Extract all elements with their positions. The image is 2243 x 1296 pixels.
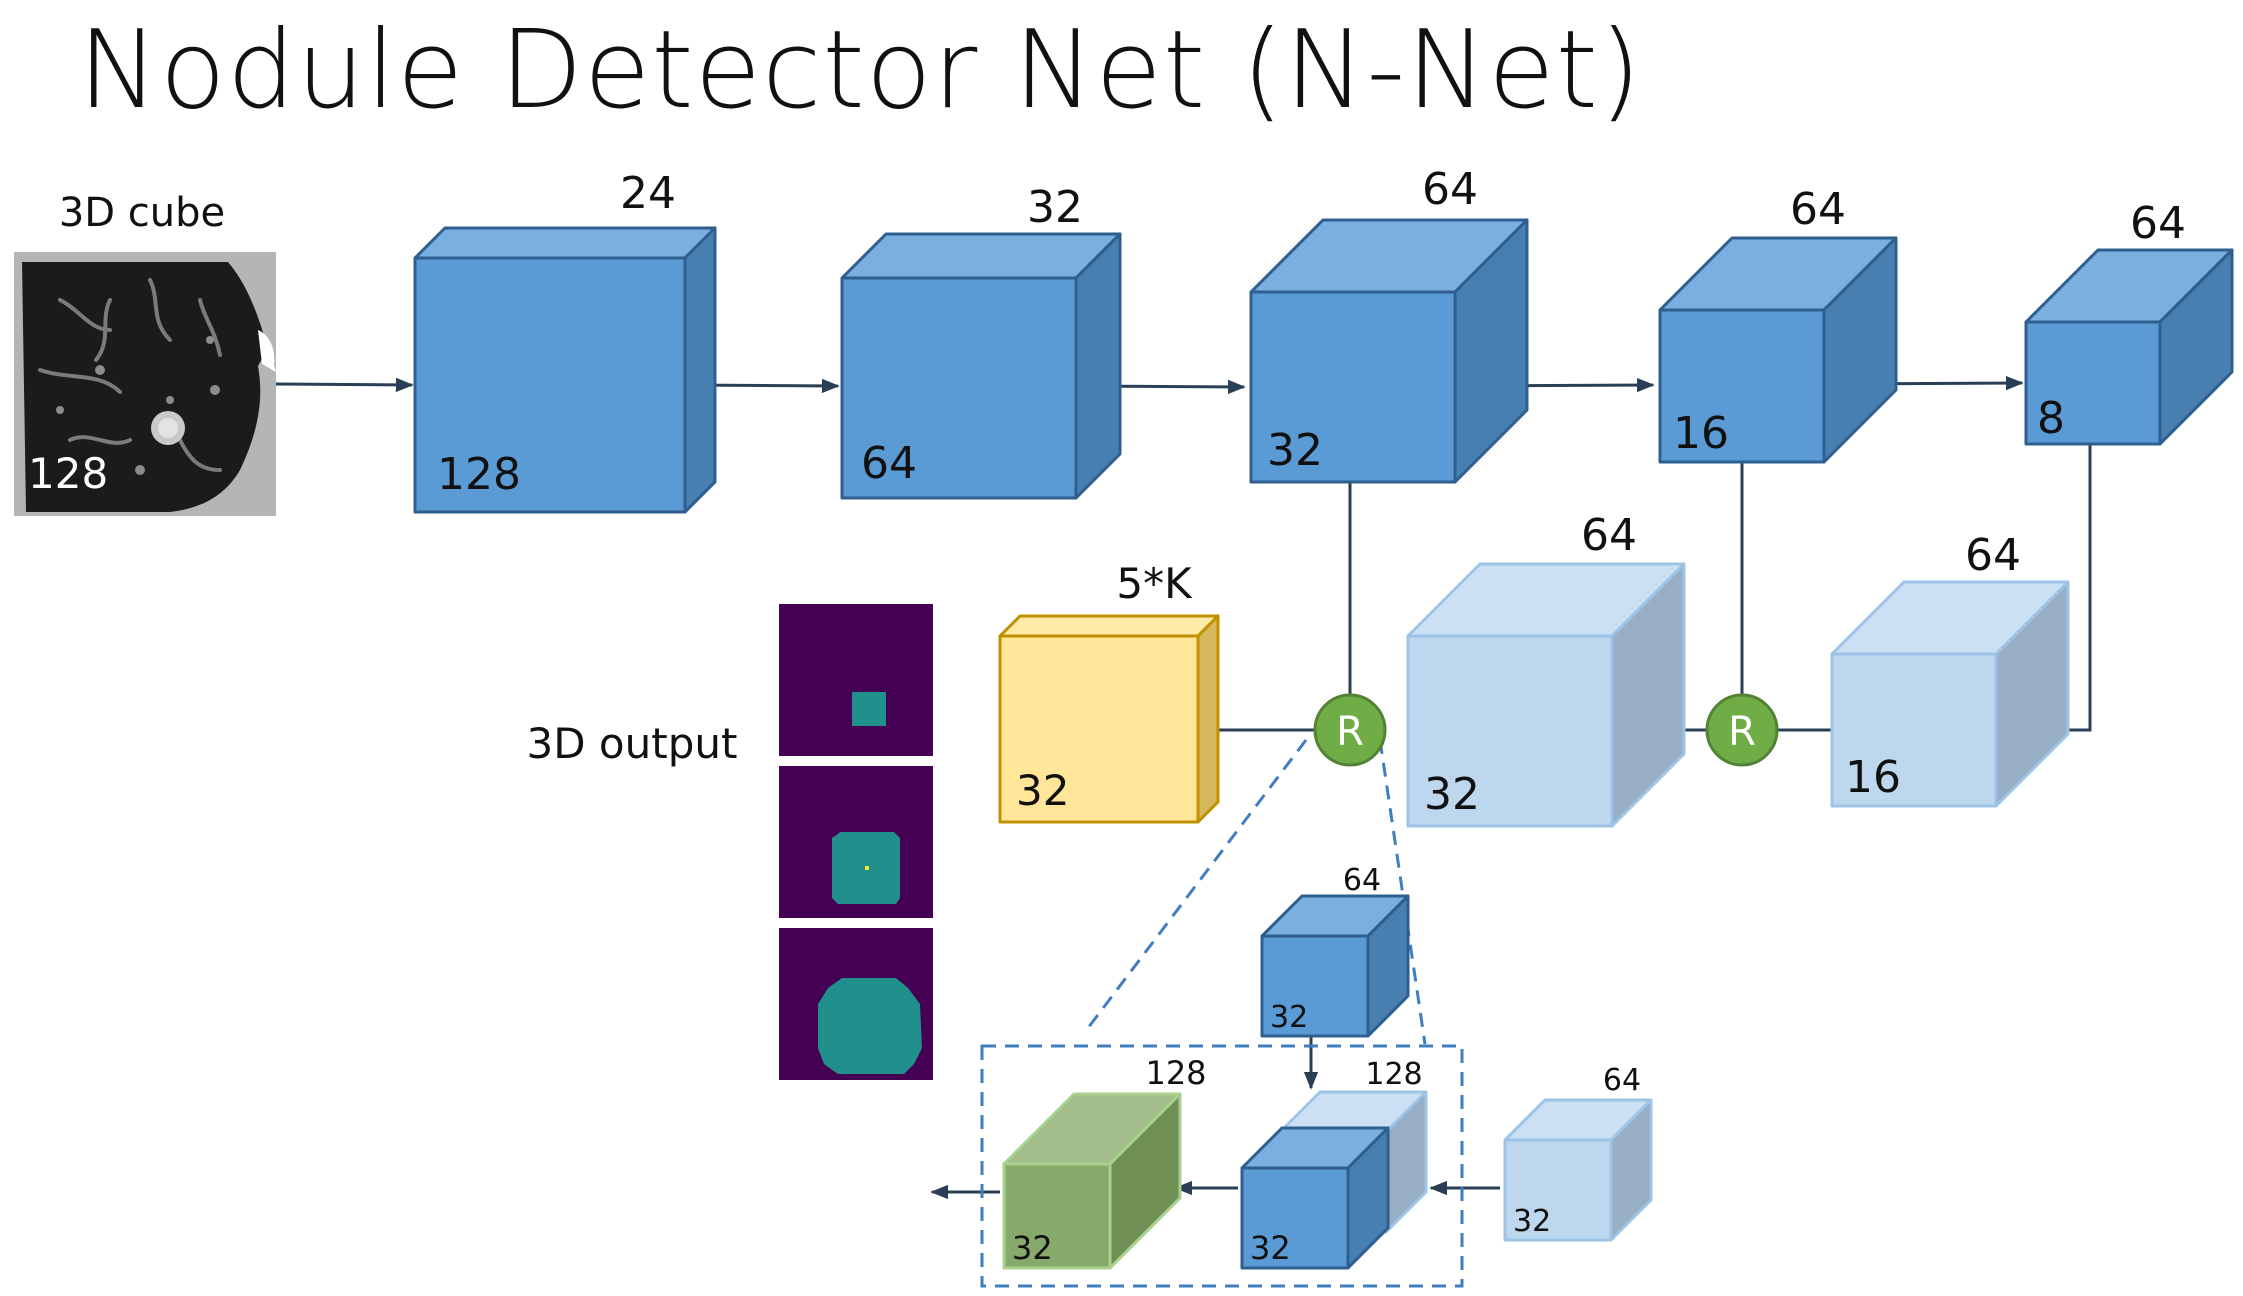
page-title: Nodule Detector Net (N-Net) (78, 8, 1643, 133)
residual-node-label: R (1728, 709, 1756, 755)
block-front-label: 8 (2037, 393, 2065, 444)
block-front-face (998, 634, 1200, 824)
block-top-label: 64 (1581, 510, 1637, 561)
block-front-label: 128 (437, 449, 521, 500)
block-z_in: 32 64 (1503, 1063, 1653, 1242)
block-z_out: 32 128 (1002, 1054, 1207, 1270)
input-label: 3D cube (59, 190, 225, 236)
block-front-label: 16 (1673, 408, 1729, 459)
block-front-face (840, 276, 1078, 500)
block-front-label: 32 (1513, 1204, 1551, 1239)
block-z_top: 32 64 (1260, 863, 1410, 1038)
block-front-face (413, 256, 687, 514)
block-enc5: 8 64 (2024, 198, 2234, 446)
residual-node-label: R (1336, 709, 1364, 755)
block-top-label: 128 (1365, 1057, 1422, 1092)
block-z_front: 32 (1240, 1126, 1390, 1270)
block-front-label: 32 (1250, 1229, 1291, 1267)
output-panel-1 (779, 604, 933, 756)
block-top-label: 24 (620, 168, 676, 219)
block-side-face (683, 226, 717, 514)
block-side-face (1074, 232, 1122, 500)
block-top-face (413, 226, 717, 260)
block-front-face (1002, 1162, 1112, 1270)
block-top-label: 64 (1603, 1063, 1641, 1098)
block-front-label: 32 (1267, 425, 1323, 476)
block-top-label: 64 (1343, 863, 1381, 898)
output-label: 3D output (527, 719, 738, 768)
block-front-label: 32 (1270, 1000, 1308, 1035)
block-out: 32 5*K (998, 559, 1220, 824)
block-front-label: 32 (1016, 766, 1069, 815)
block-front-face (1249, 290, 1457, 484)
block-front-label: 16 (1845, 752, 1901, 803)
input-ct-slice (14, 252, 276, 516)
block-top-label: 64 (1965, 530, 2021, 581)
block-front-face (1240, 1166, 1350, 1270)
block-front-face (1260, 934, 1370, 1038)
block-top-face (998, 614, 1220, 638)
block-front-label: 32 (1424, 769, 1480, 820)
output-panel-3 (779, 928, 933, 1080)
block-front-face (1830, 652, 1998, 808)
block-enc3: 32 64 (1249, 164, 1529, 484)
residual-node-r1: R (1313, 693, 1387, 767)
block-front-face (1658, 308, 1826, 464)
output-panel-2 (779, 766, 933, 918)
block-enc2: 64 32 (840, 182, 1122, 500)
block-side-face (1196, 614, 1220, 824)
block-top-label: 32 (1027, 182, 1083, 233)
input-size-label: 128 (28, 449, 108, 498)
zoom-inset-box (980, 1044, 1464, 1288)
block-top-label: 64 (1422, 164, 1478, 215)
block-enc1: 128 24 (413, 168, 717, 514)
residual-node-r2: R (1705, 693, 1779, 767)
block-front-label: 32 (1012, 1229, 1053, 1267)
zoom-callout (980, 739, 1464, 1288)
block-dec2: 32 64 (1406, 510, 1686, 828)
block-front-face (1406, 634, 1614, 828)
block-front-face (2024, 320, 2162, 446)
block-top-face (840, 232, 1122, 280)
block-top-label: 64 (1790, 184, 1846, 235)
block-top-label: 128 (1145, 1054, 1206, 1092)
block-front-label: 64 (861, 438, 917, 489)
block-top-label: 5*K (1116, 559, 1193, 608)
block-top-label: 64 (2130, 198, 2186, 249)
block-front-face (1503, 1138, 1613, 1242)
